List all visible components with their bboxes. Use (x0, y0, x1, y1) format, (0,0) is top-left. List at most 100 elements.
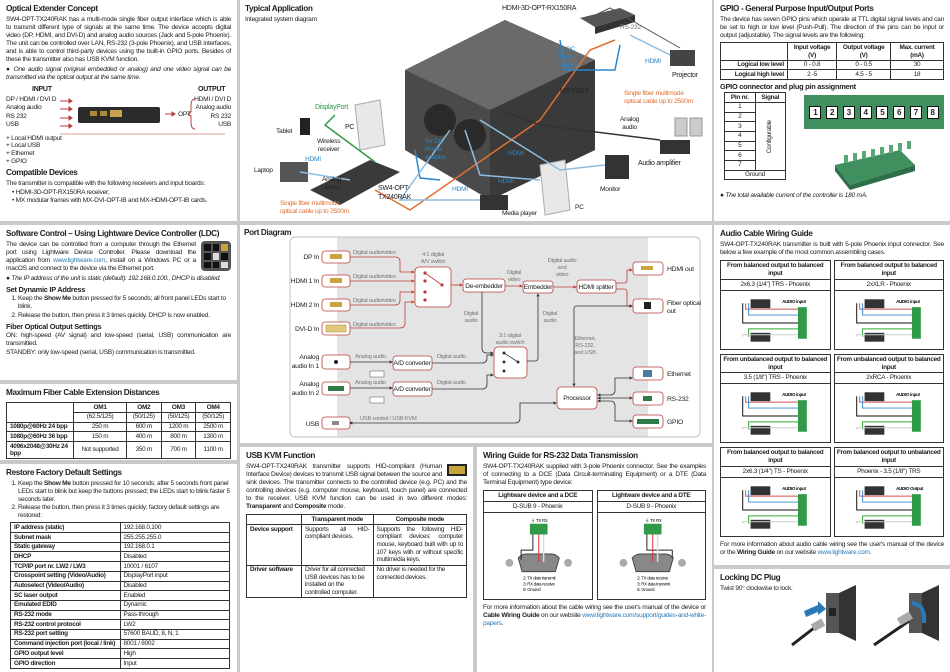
usb-kvm-icon (447, 464, 467, 477)
laptop-image (280, 162, 308, 182)
amplifier-image (660, 140, 690, 154)
transmitter-image (310, 160, 400, 205)
setting-value: High (119, 648, 230, 660)
gpio-levels-table: Input voltage (V)Output voltage (V)Max. … (720, 42, 945, 81)
guides-link[interactable]: www.lightware.com/support/guides-and-whi… (483, 612, 706, 628)
section-title: Restore Factory Default Settings (6, 468, 122, 477)
svg-text:5: Ground: 5: Ground (523, 587, 541, 592)
svg-text:RS-232,: RS-232, (575, 343, 595, 349)
svg-text:audio: audio (544, 318, 557, 324)
audio-wiring-case: From unbalanced output to balanced input… (720, 353, 831, 444)
svg-text:Analog audio: Analog audio (355, 354, 386, 360)
audio-wiring-diagram: AUDIO input (855, 299, 921, 342)
optical-note: One audio signal (original embedded or a… (6, 66, 232, 82)
svg-text:Ethernet,: Ethernet, (574, 336, 596, 342)
section-title: Audio Cable Wiring Guide (720, 229, 813, 238)
subsection-title: GPIO connector and plug pin assignment (720, 82, 856, 92)
setting-value: 192.168.0.1 (119, 541, 230, 553)
section-title: Port Diagram (244, 228, 292, 237)
section-title: GPIO - General Purpose Input/Output Port… (720, 4, 874, 13)
gpio-plug-image (835, 141, 915, 191)
setting-name: RS-232 mode (10, 609, 121, 621)
setting-value: DisplayPort input (119, 570, 230, 582)
projector-image (670, 50, 695, 66)
output-label: OUTPUT (198, 85, 226, 93)
port-label-hdmi2-in: HDMI 2 In (291, 302, 320, 309)
audio-wiring-case: From balanced output to unbalanced input… (833, 447, 944, 537)
port-label-hdmi1-in: HDMI 1 In (291, 278, 320, 285)
wireless-label: Wireless receiver (317, 138, 341, 153)
section-title: Locking DC Plug (720, 573, 781, 582)
tablet-label: Tablet (276, 128, 293, 135)
svg-text:5: Ground: 5: Ground (637, 587, 655, 592)
port-label-gpio: GPIO (667, 419, 683, 426)
svg-text:2: TX data transmit: 2: TX data transmit (523, 575, 556, 580)
lightware-link[interactable]: www.lightware.com (817, 548, 870, 556)
audio-wiring-case: From unbalanced output to balanced input… (833, 353, 944, 444)
plug-pin: 7 (909, 105, 922, 119)
rs232-body: SW4-OPT-TX240RAK supplied with 3-pole Ph… (483, 463, 706, 487)
analog-label: Analog audio (322, 176, 342, 191)
table-row: Autoselect (Video/Audio)Disabled (10, 580, 230, 592)
concept-diagram: INPUT OUTPUT DP / HDMI / DVI D Analog au… (6, 85, 231, 135)
setting-name: SC laser output (10, 590, 121, 601)
svg-text:AUDIO input: AUDIO input (782, 486, 806, 491)
port-label-rs232: RS-232 (667, 396, 689, 403)
svg-text:Digital audio/video: Digital audio/video (353, 250, 396, 256)
lightware-link[interactable]: www.lightware.com (53, 257, 106, 265)
plug-pin: 8 (926, 105, 939, 119)
svg-text:AUDIO Output: AUDIO Output (896, 486, 924, 491)
setting-name: Subnet mask (10, 532, 121, 543)
audio-body: SW4-OPT-TX240RAK transmitter is built wi… (720, 241, 944, 257)
section-title: Typical Application (245, 4, 313, 13)
compatible-item: • HDMI-3D-OPT-RX150RA receiver; (12, 188, 110, 196)
section-title: Wiring Guide for RS-232 Data Transmissio… (483, 451, 638, 460)
dc-body: Twist 90° clockwise to lock. (720, 585, 793, 593)
svg-text:3: RX data transmit: 3: RX data transmit (637, 581, 671, 586)
psu-label: 5V DC Power adaptor (425, 138, 446, 161)
section-title: Compatible Devices (6, 167, 78, 177)
setting-value: Pass-through (119, 609, 230, 621)
usb-kvm-panel: USB KVM Function SW4-OPT-TX240RAK transm… (240, 447, 473, 672)
section-title: Software Control – Using Lightware Devic… (6, 229, 220, 238)
hdmi-label: HDMI (508, 150, 524, 157)
pc2-image (539, 159, 571, 216)
monitor-image (605, 155, 629, 179)
setting-name: Command injection port (local / link) (10, 638, 121, 650)
receiver-image (580, 8, 635, 27)
opt-label: OPT (178, 110, 191, 118)
port-label-fiber-out: Fiber optical (667, 300, 702, 307)
locking-dc-panel: Locking DC Plug Twist 90° clockwise to l… (714, 569, 950, 672)
step: Release the button, then press it 3 time… (18, 312, 231, 320)
fiber-label: Single fiber multimode optical cable up … (280, 200, 349, 215)
setting-value: LW2 (119, 619, 230, 630)
media-player-label: Media player (502, 210, 537, 217)
step: Keep the Show Me button pressed for 5 se… (18, 295, 231, 311)
setting-name: GPIO direction (10, 658, 121, 669)
svg-text:audio: audio (465, 318, 478, 324)
setting-name: RS-232 control protocol (10, 619, 121, 630)
typical-application-panel: Typical Application Integrated system di… (240, 0, 712, 221)
extra-item: + GPIO (6, 157, 27, 165)
displayport-label: DisplayPort (315, 104, 349, 111)
svg-text:out: out (667, 308, 676, 315)
table-row: IP address (static)192.168.0.100 (10, 522, 230, 534)
info-icon: ● (6, 66, 11, 74)
svg-text:3: RX data receive: 3: RX data receive (523, 581, 555, 586)
